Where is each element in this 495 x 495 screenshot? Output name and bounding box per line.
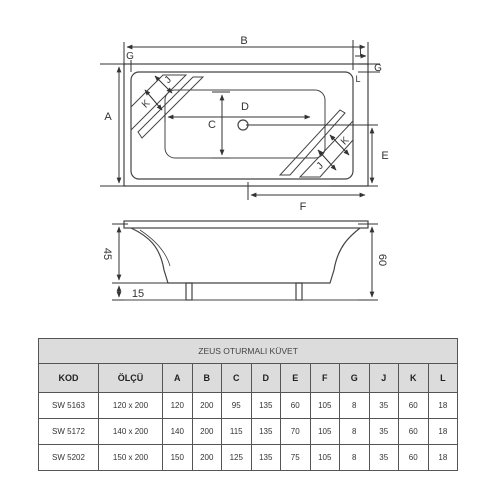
- table-cell: 120: [162, 392, 193, 419]
- table-row: SW 5163 120 x 200 120 200 95 135 60 105 …: [38, 392, 459, 419]
- left-armrest-inner: [137, 76, 205, 139]
- table-cell: 140: [162, 418, 193, 445]
- table-cell: 8: [339, 444, 370, 471]
- col-header: B: [191, 363, 222, 393]
- table-cell: 105: [309, 418, 340, 445]
- col-header: D: [250, 363, 281, 393]
- col-header: KOD: [38, 363, 99, 393]
- col-header: G: [339, 363, 370, 393]
- table-cell: 135: [250, 418, 281, 445]
- col-header: F: [309, 363, 340, 393]
- table-cell: 150 x 200: [98, 444, 163, 471]
- table-cell: 60: [398, 444, 429, 471]
- table-cell: 105: [309, 444, 340, 471]
- dim-label-f: F: [300, 201, 307, 213]
- table-cell: 150: [162, 444, 193, 471]
- table-header-row: KOD ÖLÇÜ A B C D E F G J K L: [38, 363, 459, 393]
- dim-label-b: B: [240, 35, 247, 47]
- spec-table: ZEUS OTURMALI KÜVET KOD ÖLÇÜ A B C D E F…: [37, 338, 459, 471]
- table-cell: 18: [427, 444, 459, 471]
- right-foot: [295, 282, 303, 301]
- table-cell: 115: [221, 418, 252, 445]
- table-row: SW 5172 140 x 200 140 200 115 135 70 105…: [38, 418, 459, 445]
- dim-label-d: D: [241, 101, 249, 113]
- dim-label-15: 15: [132, 288, 144, 300]
- right-armrest-inner: [278, 109, 346, 176]
- table-cell: 18: [427, 418, 459, 445]
- dim-label-j-right: J: [315, 161, 326, 172]
- table-cell: 8: [339, 418, 370, 445]
- side-tub-inner: [139, 229, 171, 267]
- table-cell: SW 5163: [38, 392, 99, 419]
- table-cell: 70: [280, 418, 311, 445]
- table-cell: 135: [250, 392, 281, 419]
- dim-label-j-left: J: [163, 75, 174, 86]
- side-view: [123, 220, 369, 301]
- table-cell: 60: [280, 392, 311, 419]
- side-rim: [123, 220, 369, 229]
- col-header: E: [280, 363, 311, 393]
- col-header: L: [427, 363, 459, 393]
- col-header: ÖLÇÜ: [98, 363, 163, 393]
- side-tub-body: [130, 227, 361, 284]
- table-cell: 8: [339, 392, 370, 419]
- col-header: C: [221, 363, 252, 393]
- dim-label-e: E: [381, 150, 388, 162]
- table-cell: 60: [398, 392, 429, 419]
- table-cell: 18: [427, 392, 459, 419]
- table-cell: 95: [221, 392, 252, 419]
- dim-label-60: 60: [376, 254, 388, 266]
- table-row: SW 5202 150 x 200 150 200 125 135 75 105…: [38, 444, 459, 471]
- table-title: ZEUS OTURMALI KÜVET: [37, 338, 459, 364]
- table-cell: 105: [309, 392, 340, 419]
- dim-label-c: C: [208, 119, 216, 131]
- dim-label-k-right: K: [339, 135, 352, 148]
- right-armrest-band: [298, 120, 354, 178]
- table-cell: 200: [191, 392, 222, 419]
- dim-label-45: 45: [101, 248, 113, 260]
- dim-label-l-top: L: [359, 48, 365, 59]
- dim-label-g-left: G: [126, 51, 134, 62]
- table-cell: 125: [221, 444, 252, 471]
- dim-label-g-right: G: [374, 63, 382, 74]
- col-header: J: [368, 363, 399, 393]
- table-cell: 35: [368, 392, 399, 419]
- dim-label-a: A: [104, 111, 112, 123]
- table-cell: 35: [368, 418, 399, 445]
- table-cell: 135: [250, 444, 281, 471]
- table-cell: SW 5172: [38, 418, 99, 445]
- tub-floor: [164, 89, 326, 159]
- table-cell: 35: [368, 444, 399, 471]
- dim-label-l-corner: L: [355, 74, 360, 84]
- table-cell: 120 x 200: [98, 392, 163, 419]
- bathtub-technical-drawing: B A D C E F G L G L K J K J 45 6: [100, 35, 389, 301]
- col-header: K: [398, 363, 429, 393]
- table-cell: 60: [398, 418, 429, 445]
- table-cell: 200: [191, 444, 222, 471]
- table-cell: 75: [280, 444, 311, 471]
- col-header: A: [162, 363, 193, 393]
- table-cell: SW 5202: [38, 444, 99, 471]
- table-cell: 140 x 200: [98, 418, 163, 445]
- dim-label-k-left: K: [140, 98, 153, 111]
- left-foot: [185, 282, 193, 301]
- table-cell: 200: [191, 418, 222, 445]
